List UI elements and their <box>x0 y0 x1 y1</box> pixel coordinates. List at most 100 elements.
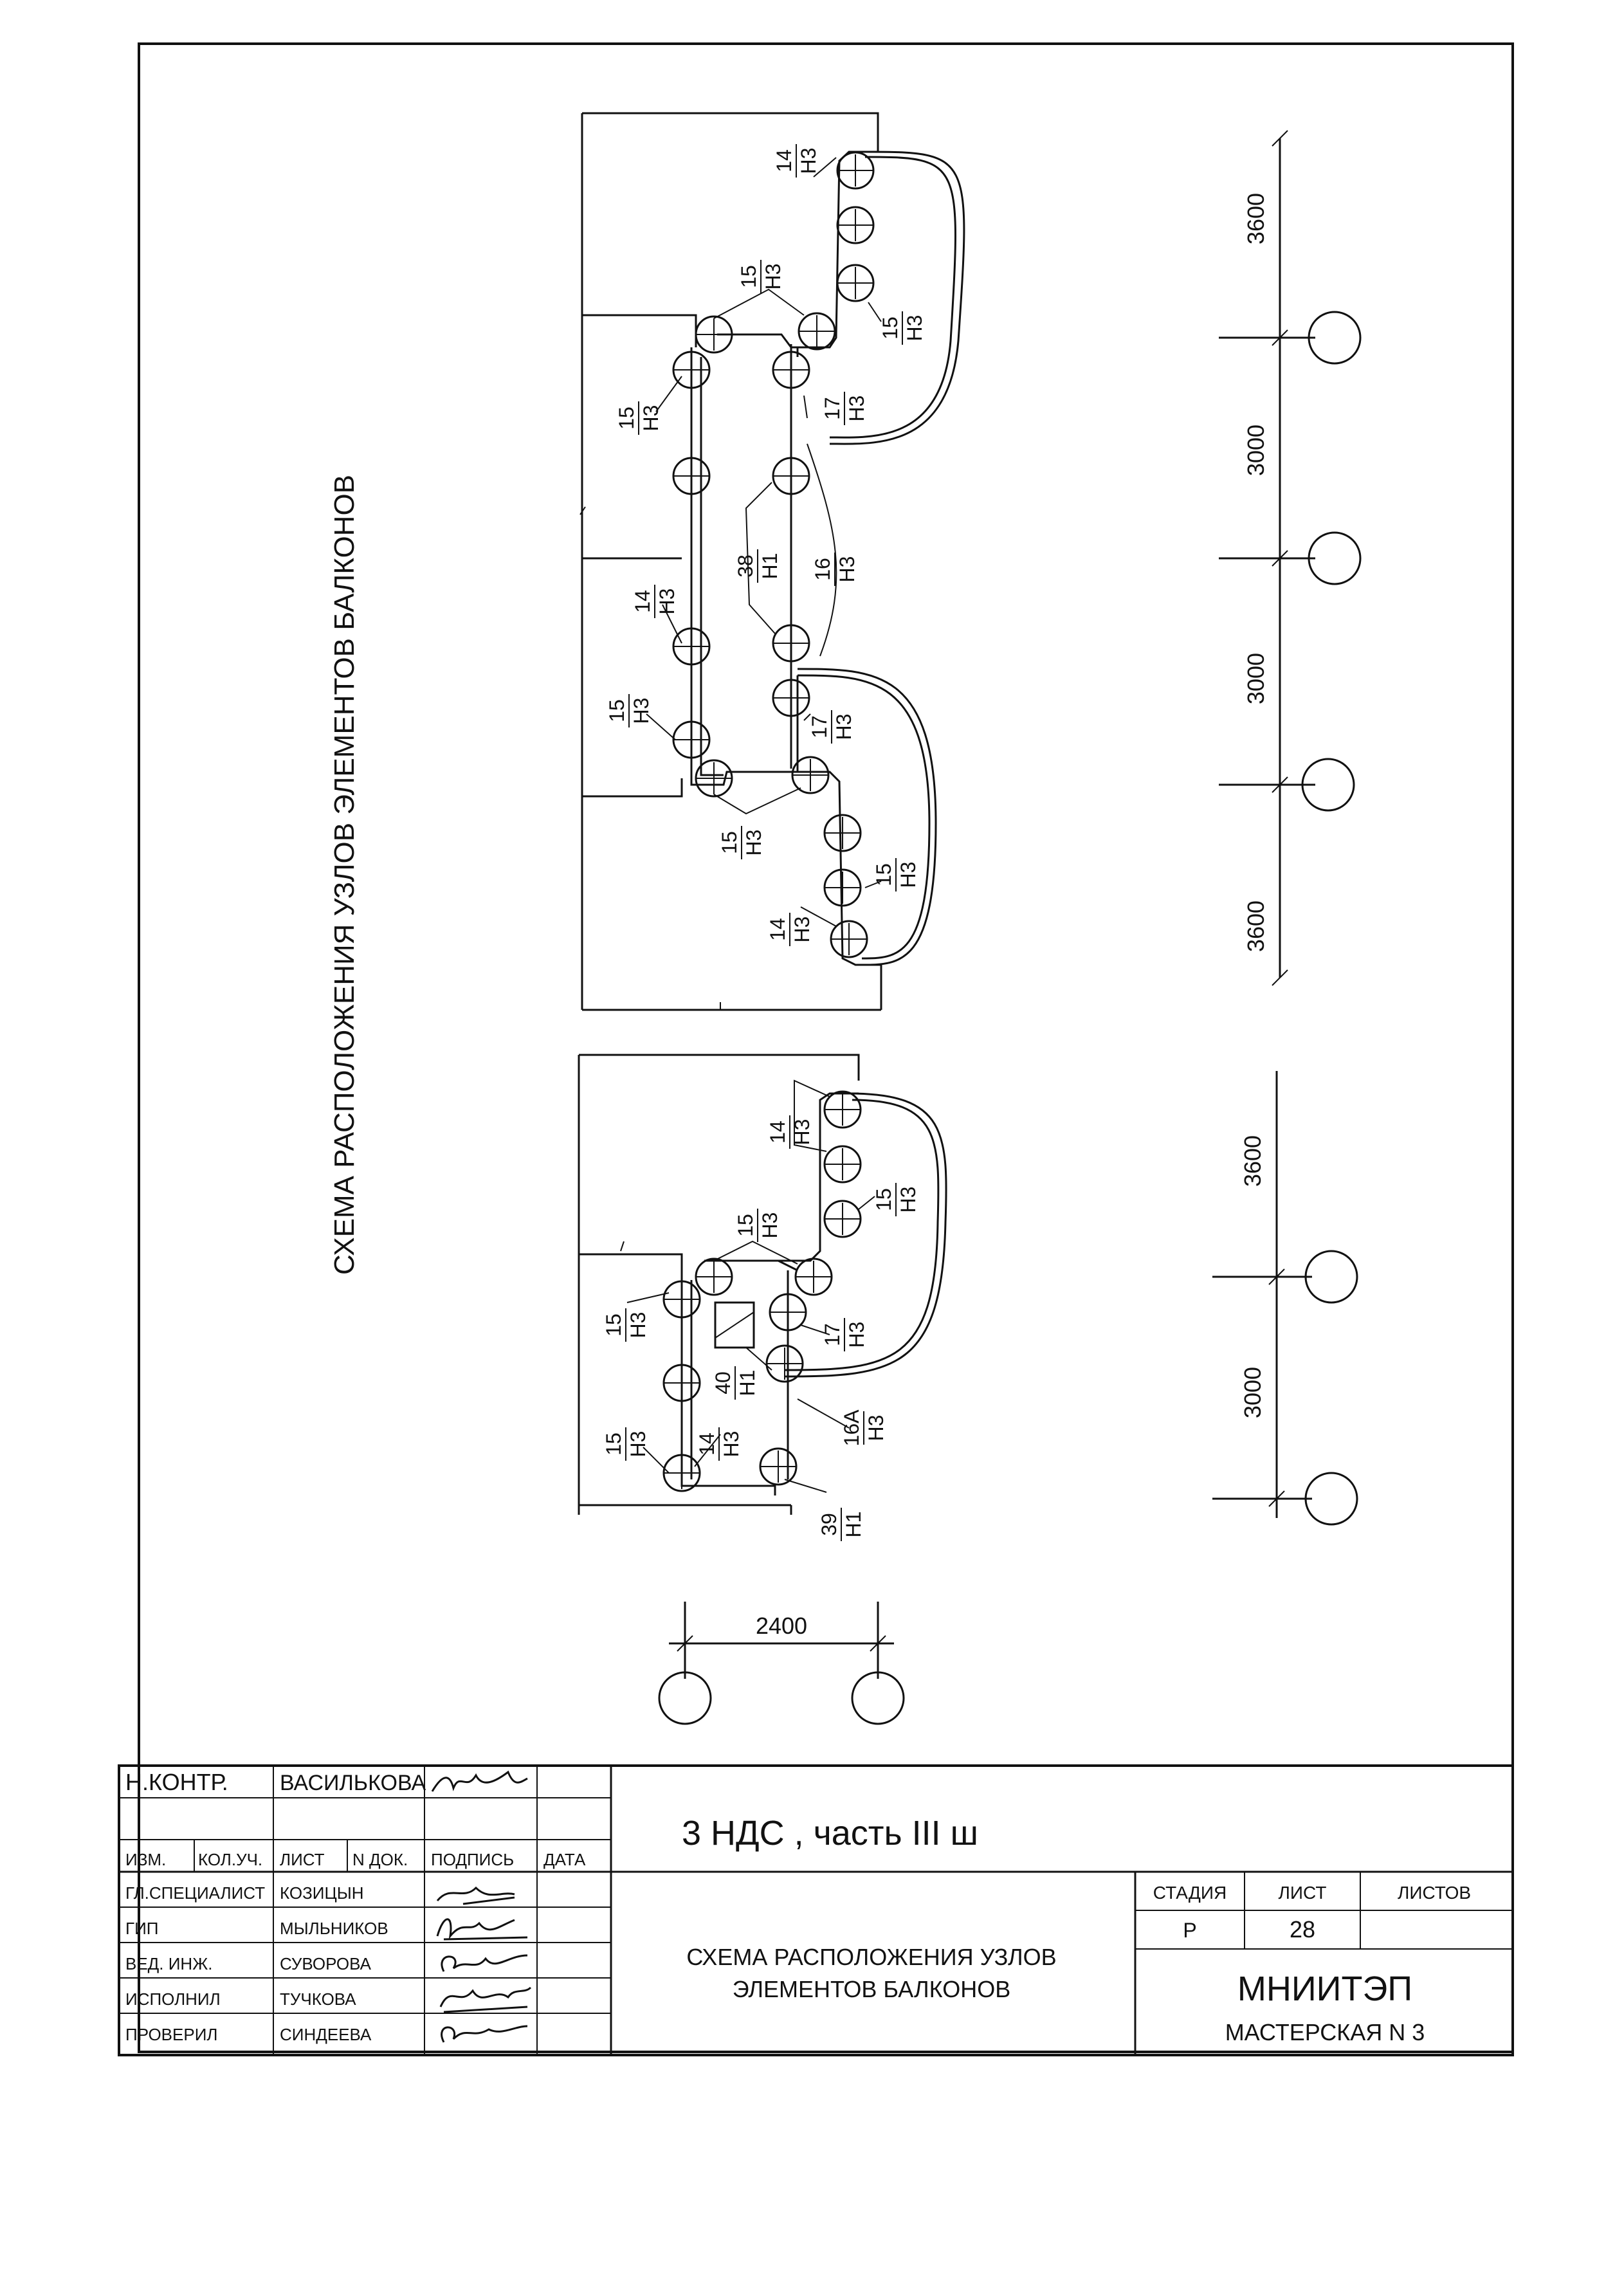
staff-name: КОЗИЦЫН <box>280 1883 364 1903</box>
dimension-label: 2400 <box>756 1613 807 1639</box>
dimension-label: 3600 <box>1243 193 1269 244</box>
dimension-label: 3000 <box>1243 653 1269 704</box>
axis-marker <box>658 1671 712 1725</box>
signature-suvorova <box>441 1954 528 1972</box>
stadia-label: СТАДИЯ <box>1153 1883 1227 1903</box>
node-label-den: Н3 <box>903 315 926 342</box>
node-marker <box>823 814 862 852</box>
node-marker <box>695 315 733 354</box>
node-label-den: Н1 <box>736 1370 759 1396</box>
axis-marker <box>1308 531 1362 585</box>
node-marker <box>836 206 875 244</box>
axis-marker <box>1308 311 1362 365</box>
node-label-den: Н3 <box>626 1312 650 1339</box>
dimension-label: 3000 <box>1243 425 1269 476</box>
organization-workshop: МАСТЕРСКАЯ N 3 <box>1225 2019 1425 2045</box>
staff-name: СИНДЕЕВА <box>280 2025 372 2044</box>
node-label-den: Н3 <box>630 698 653 724</box>
node-label-num: 17 <box>821 1323 844 1346</box>
staff-role: ГЛ.СПЕЦИАЛИСТ <box>125 1883 265 1903</box>
staff-name: СУВОРОВА <box>280 1954 372 1973</box>
node-marker <box>695 759 733 798</box>
sheet-title-line2: ЭЛЕМЕНТОВ БАЛКОНОВ <box>733 1976 1011 2002</box>
node-marker <box>772 351 810 389</box>
staff-name: ТУЧКОВА <box>280 1989 356 2009</box>
node-label-num: 15 <box>602 1432 625 1456</box>
header-izm: ИЗМ. <box>125 1850 166 1869</box>
node-label-den: Н3 <box>845 396 868 422</box>
node-label-num: 15 <box>737 265 760 288</box>
title-block: Н.КОНТР. ВАСИЛЬКОВА ИЗМ. КОЛ.УЧ. ЛИСТ N … <box>118 1764 1514 2056</box>
node-marker <box>765 1344 804 1383</box>
node-marker <box>662 1280 701 1319</box>
dimension-label: 3600 <box>1239 1135 1266 1187</box>
node-label-den: Н3 <box>758 1212 781 1239</box>
node-label-num: 16 <box>811 558 834 581</box>
node-label-num: 40 <box>711 1371 734 1395</box>
node-label-num: 14 <box>766 918 789 941</box>
staff-role: ПРОВЕРИЛ <box>125 2025 217 2044</box>
staff-role: ИСПОЛНИЛ <box>125 1989 221 2009</box>
node-label-den: Н3 <box>655 589 679 615</box>
node-marker <box>823 868 862 907</box>
dimension-label: 3000 <box>1239 1367 1266 1418</box>
n-kontr-name: ВАСИЛЬКОВА <box>280 1771 426 1795</box>
staff-role: ВЕД. ИНЖ. <box>125 1954 212 1973</box>
node-label-den: Н3 <box>864 1415 888 1441</box>
drawing-title: СХЕМА РАСПОЛОЖЕНИЯ УЗЛОВ ЭЛЕМЕНТОВ БАЛКО… <box>329 475 360 1275</box>
listov-label: ЛИСТОВ <box>1398 1883 1471 1903</box>
project-code: 3 НДС , часть III ш <box>682 1814 978 1852</box>
node-label-num: 15 <box>615 407 638 430</box>
node-marker <box>836 264 875 302</box>
node-marker <box>672 627 711 666</box>
header-list: ЛИСТ <box>280 1850 325 1869</box>
node-marker <box>695 1257 733 1296</box>
node-label-num: 15 <box>872 1188 895 1211</box>
node-label-num: 14 <box>772 149 796 172</box>
signature-kozitsyn <box>436 1886 515 1905</box>
node-marker <box>823 1145 862 1184</box>
node-label-num: 17 <box>808 715 831 738</box>
node-marker <box>662 1454 701 1492</box>
node-marker <box>662 1364 701 1402</box>
node-marker <box>759 1447 798 1486</box>
node-marker <box>798 312 836 351</box>
dimension-label: 3600 <box>1243 901 1269 952</box>
header-podpis: ПОДПИСЬ <box>431 1850 514 1869</box>
node-label-den: Н3 <box>897 1187 920 1213</box>
node-marker <box>791 756 830 794</box>
organization-name: МНИИТЭП <box>1237 1970 1412 2008</box>
axis-marker <box>1304 1250 1358 1304</box>
node-label-num: 17 <box>821 397 844 420</box>
node-marker <box>769 1293 807 1331</box>
lower-leaders <box>626 1079 875 1493</box>
signature-mylnikov <box>436 1918 528 1941</box>
node-label-den: Н3 <box>897 862 920 888</box>
signature-vasilkova <box>431 1770 528 1792</box>
right-dimension-chain-lower: 3600 3000 <box>1212 1071 1358 1526</box>
bottom-dimension: 2400 <box>658 1602 905 1725</box>
node-label-num: 15 <box>605 699 628 722</box>
signature-tuchkova <box>439 1986 532 2013</box>
node-label-den: Н3 <box>742 830 765 856</box>
node-label-den: Н1 <box>758 553 781 580</box>
node-marker <box>772 624 810 663</box>
right-dimension-chain-upper: 3600 3000 3000 3600 <box>1219 130 1362 986</box>
node-label-num: 14 <box>766 1120 789 1144</box>
node-marker <box>823 1200 862 1238</box>
header-n-dok: N ДОК. <box>352 1850 408 1869</box>
header-kol-uch: КОЛ.УЧ. <box>198 1850 262 1869</box>
upper-node-markers <box>672 151 875 958</box>
node-marker <box>823 1090 862 1129</box>
list-value: 28 <box>1290 1916 1315 1943</box>
node-label-num: 39 <box>817 1513 841 1536</box>
node-marker <box>830 920 868 958</box>
header-data: ДАТА <box>543 1850 586 1869</box>
node-label-num: 15 <box>879 316 902 340</box>
node-marker <box>772 457 810 495</box>
sheet-title-line1: СХЕМА РАСПОЛОЖЕНИЯ УЗЛОВ <box>686 1944 1056 1970</box>
